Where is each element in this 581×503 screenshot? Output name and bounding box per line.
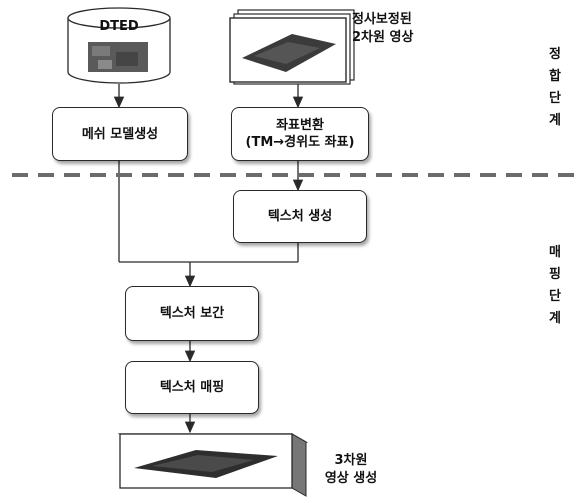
ortho-image-icon xyxy=(229,9,355,85)
mapping-stage-label: 매 핑 단 계 xyxy=(549,245,561,326)
texture-interpolation-box: 텍스처 보간 xyxy=(125,286,259,341)
texture-mapping-box: 텍스처 매핑 xyxy=(125,361,259,414)
coordinate-transform-box: 좌표변환 (TM→경위도 좌표) xyxy=(231,107,369,161)
registration-stage-label: 정 합 단 계 xyxy=(549,47,561,128)
texture-generation-box: 텍스처 생성 xyxy=(233,190,367,243)
ortho-image-label: 정사보정된 2차원 영상 xyxy=(352,12,414,45)
3d-result-image-icon xyxy=(117,433,309,497)
mesh-model-box: 메쉬 모델생성 xyxy=(52,107,188,161)
3d-result-label: 3차원 영상 생성 xyxy=(324,453,378,486)
dted-label: DTED xyxy=(99,19,139,34)
dted-database-icon xyxy=(67,7,171,84)
